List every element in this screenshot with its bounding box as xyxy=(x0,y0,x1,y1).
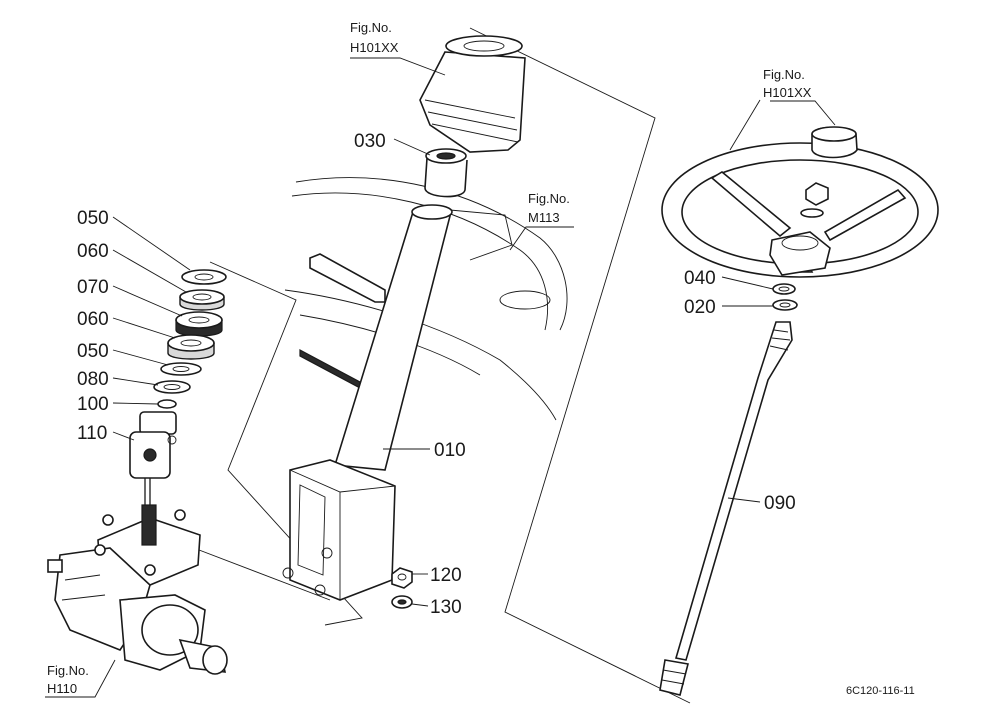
part-label-020: 020 xyxy=(684,297,716,318)
part-label-060-top: 060 xyxy=(77,241,109,262)
fig-ref-dash-prefix: Fig.No. xyxy=(528,191,570,206)
fig-ref-gearbox-number: H110 xyxy=(47,681,77,696)
part-label-130: 130 xyxy=(430,597,462,618)
part-label-010: 010 xyxy=(434,440,466,461)
part-label-070: 070 xyxy=(77,277,109,298)
part-label-040: 040 xyxy=(684,268,716,289)
washers-040-020 xyxy=(772,283,798,311)
part-label-030: 030 xyxy=(354,131,386,152)
fig-ref-wheel-prefix: Fig.No. xyxy=(763,67,805,82)
fig-ref-dash-number: M113 xyxy=(528,210,560,225)
leader-lines xyxy=(45,57,836,698)
steering-gearbox xyxy=(47,504,228,675)
fig-ref-wheel-number: H101XX xyxy=(763,85,812,100)
fig-ref-boot-prefix: Fig.No. xyxy=(350,20,392,35)
universal-joint-110 xyxy=(129,411,177,510)
steering-shaft-090 xyxy=(659,321,793,696)
part-label-120: 120 xyxy=(430,565,462,586)
steering-wheel xyxy=(661,126,939,278)
part-label-110: 110 xyxy=(77,423,107,444)
part-label-060-bottom: 060 xyxy=(77,309,109,330)
fig-ref-boot-number: H101XX xyxy=(350,40,399,55)
fig-ref-gearbox-prefix: Fig.No. xyxy=(47,663,89,678)
frame-lines xyxy=(185,27,691,704)
part-label-100: 100 xyxy=(77,394,109,415)
bushing-030 xyxy=(424,148,468,198)
part-label-050-bottom: 050 xyxy=(77,341,109,362)
part-label-090: 090 xyxy=(764,493,796,514)
part-label-050-top: 050 xyxy=(77,208,109,229)
part-label-080: 080 xyxy=(77,369,109,390)
drawing-code: 6C120-116-11 xyxy=(846,685,915,697)
rubber-boot xyxy=(419,35,526,153)
nut-washer-120-130 xyxy=(391,567,413,609)
steering-column-010 xyxy=(282,204,453,601)
dashboard-outline xyxy=(284,177,568,421)
bearing-stack xyxy=(153,269,227,409)
